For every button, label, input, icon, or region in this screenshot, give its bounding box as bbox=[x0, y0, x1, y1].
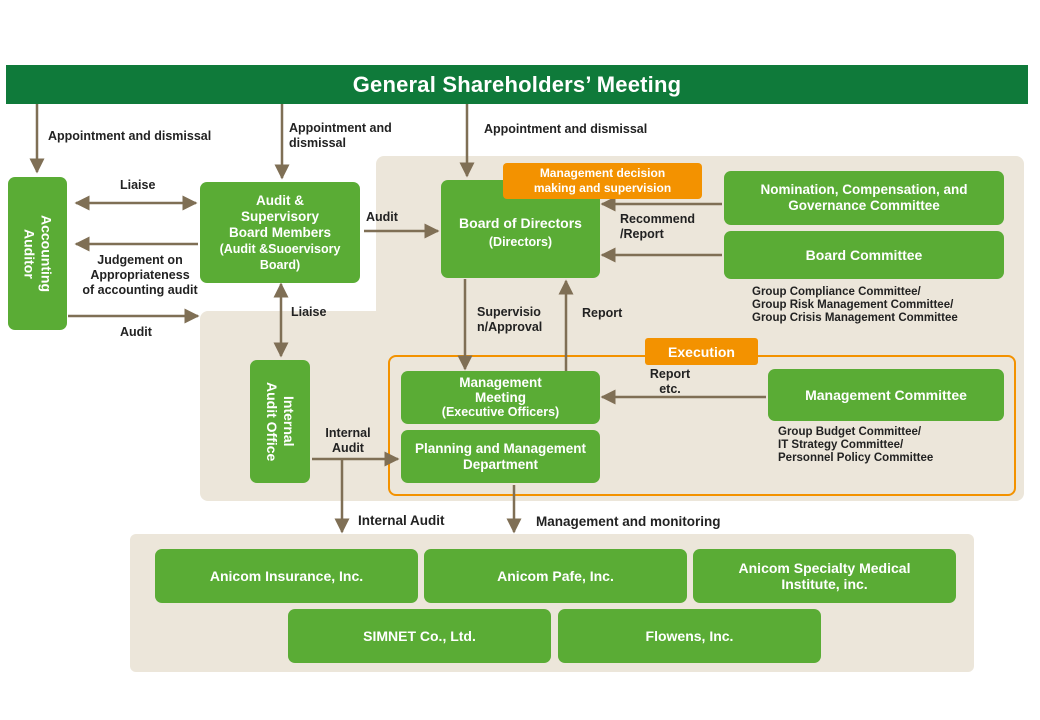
board-committee-box: Board Committee bbox=[724, 231, 1004, 279]
mgmt-meeting-line3: (Executive Officers) bbox=[441, 405, 560, 419]
directors-label: (Directors) bbox=[488, 234, 553, 249]
label-liaise-top: Liaise bbox=[120, 178, 156, 192]
label-report-etc-1: Report bbox=[649, 367, 691, 381]
planning-line2: Department bbox=[462, 456, 538, 472]
label-recommend-1: Recommend bbox=[620, 212, 696, 226]
anicom-pafe-name: Anicom Pafe, Inc. bbox=[497, 568, 614, 584]
label-report-etc-2: etc. bbox=[659, 382, 681, 396]
flowens-name: Flowens, Inc. bbox=[645, 628, 734, 644]
accounting-auditor-box: Accounting Auditor bbox=[8, 177, 67, 330]
anicom-specialty-box: Anicom Specialty Medical Institute, inc. bbox=[693, 549, 956, 603]
audit-board-line2: Supervisory bbox=[240, 208, 320, 224]
anicom-specialty-line1: Anicom Specialty Medical bbox=[738, 560, 911, 576]
anicom-specialty-line2: Institute, inc. bbox=[781, 576, 868, 592]
planning-line1: Planning and Management bbox=[414, 440, 587, 456]
label-judgement: Judgement on Appropriateness of accounti… bbox=[72, 253, 208, 298]
simnet-box: SIMNET Co., Ltd. bbox=[288, 609, 551, 663]
audit-supervisory-board-box: Audit & Supervisory Board Members (Audit… bbox=[200, 182, 360, 283]
label-management-monitoring: Management and monitoring bbox=[536, 514, 721, 529]
management-decision-box: Management decision making and supervisi… bbox=[503, 163, 702, 199]
label-judgement-1: Judgement on bbox=[97, 253, 183, 267]
label-appointment-left: Appointment and dismissal bbox=[48, 129, 212, 143]
meeting-title: General Shareholders’ Meeting bbox=[352, 71, 682, 97]
nomination-line2: Governance Committee bbox=[788, 198, 940, 213]
anicom-pafe-box: Anicom Pafe, Inc. bbox=[424, 549, 687, 603]
label-recommend: Recommend /Report bbox=[620, 212, 695, 242]
label-appointment-right: Appointment and dismissal bbox=[484, 122, 648, 136]
board-committee-note-2: Group Risk Management Committee/ bbox=[752, 299, 954, 311]
board-committee-title: Board Committee bbox=[805, 247, 923, 263]
simnet-name: SIMNET Co., Ltd. bbox=[363, 628, 476, 644]
board-committee-note-3: Group Crisis Management Committee bbox=[752, 312, 958, 324]
label-supervision-1: Supervisio bbox=[477, 305, 541, 319]
audit-board-line3: Board Members bbox=[228, 224, 332, 240]
nomination-line1: Nomination, Compensation, and bbox=[760, 182, 968, 197]
label-recommend-2: /Report bbox=[620, 227, 664, 241]
label-audit-board: Audit bbox=[366, 210, 398, 224]
mgmt-decision-line1: Management decision bbox=[539, 166, 666, 180]
board-committee-note-1: Group Compliance Committee/ bbox=[752, 286, 921, 298]
internal-audit-office-box: Internal Audit Office bbox=[250, 360, 310, 483]
audit-board-line4: (Audit &Suoervisory bbox=[219, 241, 341, 256]
internal-audit-office-line1: Internal bbox=[281, 396, 297, 447]
execution-label: Execution bbox=[645, 338, 758, 365]
management-committee-title: Management Committee bbox=[805, 387, 967, 403]
audit-board-line1: Audit & bbox=[256, 192, 304, 208]
accounting-auditor-line1: Accounting bbox=[38, 215, 55, 292]
label-supervision: Supervisio n/Approval bbox=[477, 305, 542, 335]
label-liaise-mid: Liaise bbox=[291, 305, 327, 319]
label-audit-bottom: Audit bbox=[120, 325, 152, 339]
management-meeting-box: Management Meeting (Executive Officers) bbox=[401, 371, 600, 424]
label-internal-audit-bottom: Internal Audit bbox=[358, 513, 445, 528]
management-committee-box: Management Committee bbox=[768, 369, 1004, 421]
label-internal-audit-2: Audit bbox=[332, 441, 364, 455]
management-committee-note-2: IT Strategy Committee/ bbox=[778, 439, 904, 451]
flowens-box: Flowens, Inc. bbox=[558, 609, 821, 663]
internal-audit-office-line2: Audit Office bbox=[264, 381, 280, 462]
anicom-insurance-box: Anicom Insurance, Inc. bbox=[155, 549, 418, 603]
label-supervision-2: n/Approval bbox=[477, 320, 543, 334]
management-committee-note-1: Group Budget Committee/ bbox=[778, 426, 922, 438]
board-of-directors-title: Board of Directors bbox=[459, 214, 582, 231]
label-appointment-mid-1: Appointment and bbox=[289, 121, 392, 135]
label-appointment-mid: Appointment and dismissal bbox=[289, 121, 392, 151]
anicom-insurance-name: Anicom Insurance, Inc. bbox=[209, 568, 364, 584]
accounting-auditor-line2: Auditor bbox=[21, 228, 38, 279]
audit-board-line5: Board) bbox=[259, 257, 301, 272]
board-committee-notes: Group Compliance Committee/ Group Risk M… bbox=[752, 286, 958, 325]
mgmt-meeting-line1: Management bbox=[459, 375, 542, 390]
execution-text: Execution bbox=[668, 343, 735, 360]
management-committee-notes: Group Budget Committee/ IT Strategy Comm… bbox=[778, 426, 933, 465]
label-internal-audit: Internal Audit bbox=[318, 426, 378, 456]
label-internal-audit-1: Internal bbox=[325, 426, 371, 440]
label-judgement-2: Appropriateness bbox=[90, 268, 190, 282]
mgmt-decision-line2: making and supervision bbox=[533, 181, 672, 195]
mgmt-meeting-line2: Meeting bbox=[474, 390, 526, 405]
management-committee-note-3: Personnel Policy Committee bbox=[778, 452, 934, 464]
general-shareholders-meeting: General Shareholders’ Meeting bbox=[6, 65, 1028, 104]
planning-management-box: Planning and Management Department bbox=[401, 430, 600, 483]
label-report-etc: Report etc. bbox=[640, 367, 700, 397]
label-report: Report bbox=[582, 306, 623, 320]
nomination-committee-box: Nomination, Compensation, and Governance… bbox=[724, 171, 1004, 225]
label-judgement-3: of accounting audit bbox=[82, 283, 198, 297]
label-appointment-mid-2: dismissal bbox=[289, 136, 346, 150]
